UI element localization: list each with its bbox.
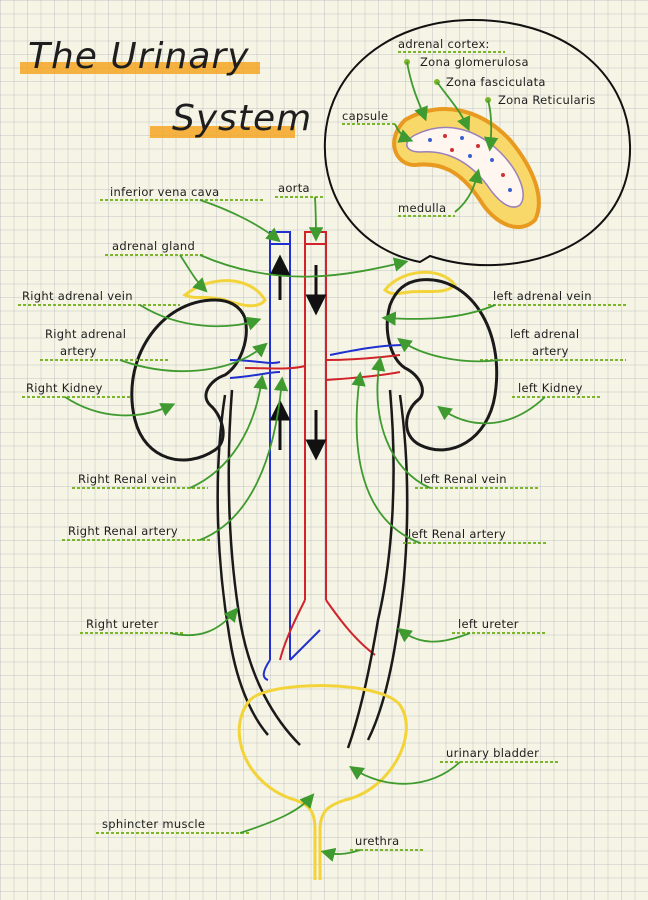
- label-left-kidney: left Kidney: [518, 381, 583, 395]
- label-left-adrenal-artery-1: left adrenal: [510, 327, 579, 341]
- arrow-sphincter-muscle: [239, 793, 315, 834]
- arrow-fasciculata: [436, 81, 471, 132]
- right-renal-vein: [229, 359, 281, 379]
- label-urinary-bladder: urinary bladder: [446, 746, 539, 760]
- arrow-reticularis: [484, 99, 499, 152]
- arrow-left-ureter: [397, 627, 471, 643]
- arrow-right-renal-artery: [199, 376, 289, 541]
- label-right-ureter: Right ureter: [86, 617, 159, 631]
- label-left-ureter: left ureter: [458, 617, 519, 631]
- title-line-2: System: [172, 98, 312, 139]
- title-highlight-1: [20, 62, 260, 74]
- label-right-adrenal-artery-1: Right adrenal: [45, 327, 126, 341]
- label-sphincter-muscle: sphincter muscle: [102, 817, 205, 831]
- inset-bubble: [323, 18, 632, 267]
- arrow-capsule: [394, 123, 414, 143]
- label-zona-reticularis: Zona Reticularis: [498, 93, 596, 107]
- title-line-1: The Urinary: [28, 36, 250, 77]
- label-zona-fasciculata: Zona fasciculata: [446, 75, 546, 89]
- adrenal-cortex-inset: adrenal cortex: Zona glomerulosa Zona fa…: [323, 18, 632, 267]
- left-renal-artery: [325, 354, 401, 381]
- label-right-kidney: Right Kidney: [26, 381, 103, 395]
- label-left-renal-vein: left Renal vein: [420, 472, 507, 486]
- label-left-adrenal-vein: left adrenal vein: [493, 289, 592, 303]
- label-right-renal-artery: Right Renal artery: [68, 524, 178, 538]
- right-ureter-outer: [216, 394, 269, 736]
- inset-heading: adrenal cortex:: [398, 37, 490, 51]
- right-iliac-vein: [262, 629, 321, 681]
- anatomy: [130, 231, 499, 880]
- title-block: The Urinary System: [20, 36, 312, 139]
- right-adrenal-gland: [182, 279, 267, 308]
- label-urethra: urethra: [355, 834, 400, 848]
- arrow-glomerulosa: [406, 61, 428, 122]
- arrow-left-renal-vein: [371, 356, 431, 489]
- label-left-adrenal-artery-2: artery: [532, 344, 569, 358]
- arrow-ivc: [199, 199, 281, 243]
- arrow-left-kidney: [437, 396, 546, 425]
- arrow-right-adrenal-vein: [139, 304, 262, 331]
- arrow-left-renal-artery: [351, 371, 421, 544]
- ivc-top: [269, 231, 291, 245]
- cell-dots: [428, 134, 512, 192]
- label-right-adrenal-vein: Right adrenal vein: [22, 289, 133, 303]
- label-adrenal-gland: adrenal gland: [112, 239, 195, 253]
- arrow-left-adrenal-vein: [381, 304, 496, 326]
- arrow-urinary-bladder: [349, 761, 461, 785]
- label-zona-glomerulosa: Zona glomerulosa: [420, 55, 529, 69]
- label-medulla: medulla: [398, 201, 446, 215]
- labels: inferior vena cava aorta adrenal gland R…: [18, 181, 626, 862]
- label-inferior-vena-cava: inferior vena cava: [110, 185, 219, 199]
- title-highlight-2: [150, 126, 295, 138]
- arrow-right-adrenal-artery: [119, 342, 268, 373]
- arrow-aorta: [308, 196, 324, 242]
- arrow-right-ureter: [169, 607, 239, 637]
- left-ureter-outer: [366, 394, 409, 741]
- iliac-arteries: [279, 599, 376, 661]
- arrow-urethra: [320, 847, 361, 862]
- label-right-adrenal-artery-2: artery: [60, 344, 97, 358]
- label-aorta: aorta: [278, 181, 310, 195]
- urinary-bladder: [237, 684, 408, 880]
- label-right-renal-vein: Right Renal vein: [78, 472, 177, 486]
- arrow-right-kidney: [64, 396, 176, 417]
- label-left-renal-artery: left Renal artery: [408, 527, 506, 541]
- right-renal-artery: [244, 365, 306, 370]
- arrow-adrenal-gland-left: [199, 254, 409, 278]
- arrow-right-renal-vein: [189, 374, 268, 489]
- left-ureter: [346, 389, 395, 749]
- arrow-adrenal-gland-right: [179, 254, 208, 293]
- arrow-medulla: [454, 168, 483, 213]
- label-capsule: capsule: [342, 109, 388, 123]
- arrow-left-adrenal-artery: [397, 337, 501, 363]
